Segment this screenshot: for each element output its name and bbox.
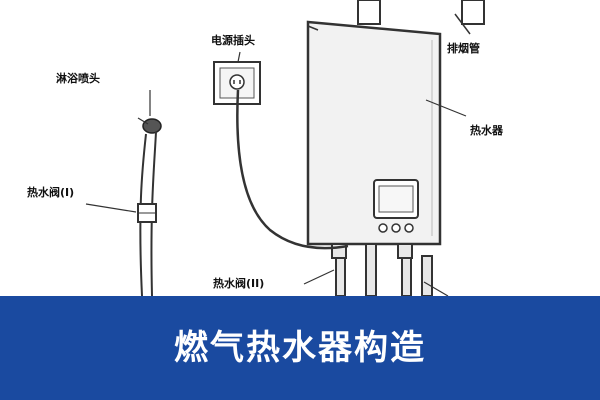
power-cord — [236, 89, 349, 250]
label-heater: 热水器 — [470, 124, 503, 137]
label-hot-valve-2: 热水阀(II) — [213, 277, 265, 290]
label-shower-head: 淋浴喷头 — [56, 72, 100, 85]
control-knob — [378, 223, 388, 233]
banner-title: 燃气热水器构造 — [174, 328, 426, 368]
water-heater-diagram — [85, 0, 485, 296]
label-hot-valve-1: 热水阀(I) — [27, 186, 75, 199]
title-banner: 燃气热水器构造 — [0, 296, 600, 400]
water-heater-body — [306, 20, 442, 246]
label-power-socket: 电源插头 — [211, 34, 255, 47]
label-exhaust-pipe: 排烟管 — [447, 42, 480, 55]
pointer-lines — [85, 51, 467, 296]
exhaust-pipe — [357, 0, 485, 35]
heater-pipes — [331, 243, 433, 296]
shower-head — [137, 117, 162, 296]
hot-valve-1 — [137, 203, 157, 223]
control-knob — [404, 223, 414, 233]
control-knob — [391, 223, 401, 233]
